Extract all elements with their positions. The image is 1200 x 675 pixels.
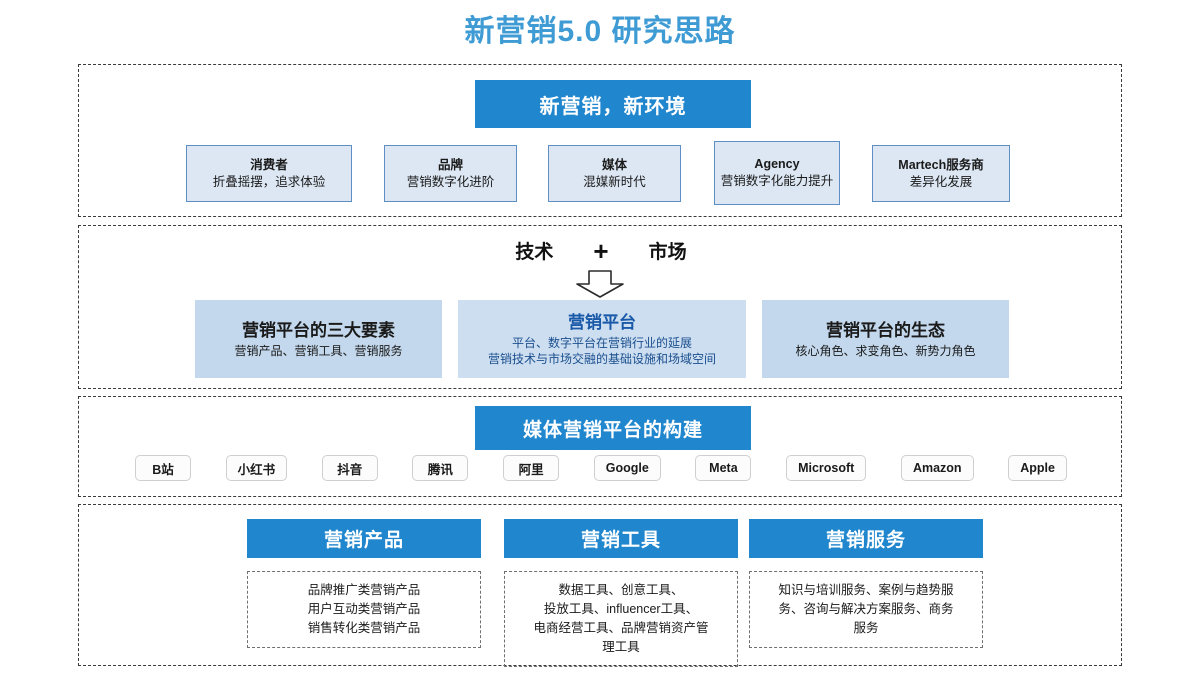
page-title: 新营销5.0 研究思路 (464, 15, 736, 48)
section3-banner: 媒体营销平台的构建 (475, 406, 751, 450)
card-martech-provider-subtitle: 差异化发展 (909, 174, 973, 189)
column-marketing-tools: 营销工具 数据工具、创意工具、 投放工具、influencer工具、 电商经营工… (504, 519, 738, 667)
column-marketing-tools-body: 数据工具、创意工具、 投放工具、influencer工具、 电商经营工具、品牌营… (504, 571, 738, 667)
card-media-subtitle: 混媒新时代 (583, 174, 646, 189)
marketing-products-line-0: 品牌推广类营销产品 (307, 583, 421, 597)
card-three-elements-heading: 营销平台的三大要素 (242, 321, 395, 340)
column-marketing-services-header: 营销服务 (749, 519, 983, 558)
chip-amazon[interactable]: Amazon (900, 455, 974, 481)
section-new-marketing-environment: 新营销，新环境 消费者 折叠摇摆，追求体验 品牌 营销数字化进阶 媒体 混媒新时… (78, 64, 1122, 217)
column-marketing-tools-header: 营销工具 (504, 519, 738, 558)
marketing-services-line-1: 务、咨询与解决方案服务、商务 (778, 602, 954, 616)
card-brand-title: 品牌 (437, 157, 463, 172)
card-martech-provider: Martech服务商 差异化发展 (872, 145, 1010, 202)
chip-alibaba[interactable]: 阿里 (503, 455, 560, 481)
column-marketing-services-body: 知识与培训服务、案例与趋势服 务、咨询与解决方案服务、商务 服务 (749, 571, 983, 648)
marketing-services-line-2: 服务 (853, 621, 879, 635)
down-block-arrow-icon (576, 270, 624, 298)
marketing-services-line-0: 知识与培训服务、案例与趋势服 (778, 583, 954, 597)
market-label: 市场 (648, 242, 687, 263)
chip-apple[interactable]: Apple (1008, 455, 1067, 481)
card-marketing-platform: 营销平台 平台、数字平台在营销行业的延展 营销技术与市场交融的基础设施和场域空间 (458, 300, 746, 378)
card-agency: Agency 营销数字化能力提升 (714, 141, 840, 205)
card-platform-ecosystem: 营销平台的生态 核心角色、求变角色、新势力角色 (762, 300, 1009, 378)
platform-chip-row: B站 小红书 抖音 腾讯 阿里 Google Meta Microsoft Am… (91, 455, 1111, 481)
card-consumer-subtitle: 折叠摇摆，追求体验 (212, 174, 326, 189)
chip-xiaohongshu[interactable]: 小红书 (225, 455, 288, 481)
chip-microsoft[interactable]: Microsoft (786, 455, 867, 481)
column-marketing-products: 营销产品 品牌推广类营销产品 用户互动类营销产品 销售转化类营销产品 (247, 519, 481, 648)
card-three-elements: 营销平台的三大要素 营销产品、营销工具、营销服务 (195, 300, 442, 378)
marketing-tools-line-0: 数据工具、创意工具、 (558, 583, 684, 597)
section-platform-offerings: 营销产品 品牌推广类营销产品 用户互动类营销产品 销售转化类营销产品 营销工具 … (78, 504, 1122, 667)
card-agency-title: Agency (754, 157, 800, 171)
plus-sign-icon: + (593, 235, 609, 266)
column-marketing-products-body: 品牌推广类营销产品 用户互动类营销产品 销售转化类营销产品 (247, 571, 481, 648)
card-media-title: 媒体 (601, 157, 627, 172)
section-media-platform-construction: 媒体营销平台的构建 B站 小红书 抖音 腾讯 阿里 Google Meta Mi… (78, 396, 1122, 497)
chip-bilibili[interactable]: B站 (135, 455, 191, 481)
card-brand: 品牌 营销数字化进阶 (384, 145, 517, 202)
marketing-products-line-1: 用户互动类营销产品 (307, 602, 421, 616)
technology-plus-market-row: 技术 + 市场 (79, 237, 1123, 264)
chip-google[interactable]: Google (593, 455, 661, 481)
chip-tencent[interactable]: 腾讯 (412, 455, 469, 481)
card-martech-provider-title: Martech服务商 (898, 157, 984, 172)
card-marketing-platform-sub-0: 平台、数字平台在营销行业的延展 (511, 336, 692, 350)
chip-douyin[interactable]: 抖音 (321, 455, 378, 481)
technology-label: 技术 (515, 242, 554, 263)
section-marketing-platform: 技术 + 市场 营销平台的三大要素 营销产品、营销工具、营销服务 营销平台 平台… (78, 225, 1122, 389)
card-marketing-platform-heading: 营销平台 (568, 313, 636, 332)
card-three-elements-sub-0: 营销产品、营销工具、营销服务 (234, 344, 403, 358)
card-media: 媒体 混媒新时代 (548, 145, 681, 202)
marketing-tools-line-1: 投放工具、influencer工具、 (543, 602, 699, 616)
card-platform-ecosystem-sub-0: 核心角色、求变角色、新势力角色 (795, 344, 976, 358)
marketing-tools-line-2: 电商经营工具、品牌营销资产管 (533, 621, 709, 635)
card-platform-ecosystem-heading: 营销平台的生态 (826, 321, 945, 340)
card-marketing-platform-sub-1: 营销技术与市场交融的基础设施和场域空间 (487, 352, 716, 366)
marketing-tools-line-3: 理工具 (602, 640, 640, 654)
marketing-products-line-2: 销售转化类营销产品 (307, 621, 421, 635)
column-marketing-products-header: 营销产品 (247, 519, 481, 558)
section1-banner: 新营销，新环境 (475, 80, 751, 128)
card-consumer: 消费者 折叠摇摆，追求体验 (186, 145, 352, 202)
card-brand-subtitle: 营销数字化进阶 (406, 174, 495, 189)
chip-meta[interactable]: Meta (695, 455, 752, 481)
card-agency-subtitle: 营销数字化能力提升 (720, 174, 834, 188)
column-marketing-services: 营销服务 知识与培训服务、案例与趋势服 务、咨询与解决方案服务、商务 服务 (749, 519, 983, 648)
card-consumer-title: 消费者 (250, 157, 288, 172)
